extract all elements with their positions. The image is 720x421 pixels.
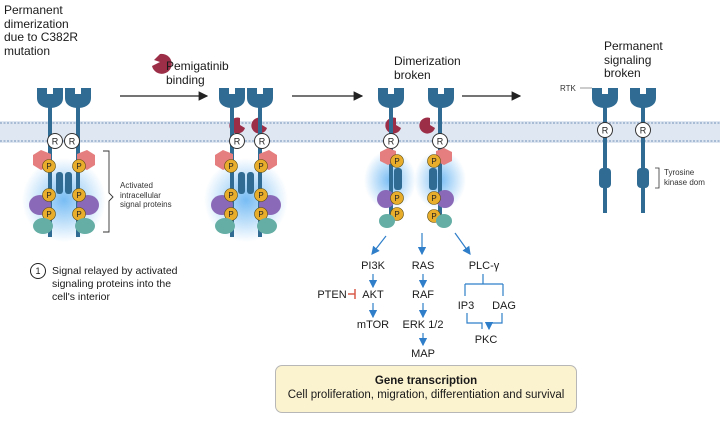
- step-number-badge: 1: [30, 263, 46, 279]
- stage-label-dimerization-broken: Dimerization broken: [394, 54, 461, 82]
- pathway-akt: AKT: [362, 289, 384, 301]
- pathway-raf: RAF: [412, 289, 434, 301]
- pemigatinib-icon: [152, 53, 172, 74]
- pathway-ip3: IP3: [457, 300, 475, 312]
- pathway-pkc: PKC: [474, 334, 498, 346]
- activated-proteins-label: Activated intracellular signal proteins: [120, 181, 172, 209]
- tyrosine-kinase-bracket: [655, 167, 660, 189]
- cell-membrane: [0, 121, 720, 143]
- gene-transcription-title: Gene transcription: [374, 375, 478, 387]
- stage-label-permanent-dimerization: Permanent dimerization due to C382R muta…: [4, 3, 79, 58]
- pathway-plc-gamma: PLC-γ: [468, 260, 500, 272]
- pathway-dag: DAG: [492, 300, 516, 312]
- pathway-map: MAP: [411, 348, 435, 360]
- pathway-pi3k: PI3K: [361, 260, 385, 272]
- activated-proteins-bracket: [103, 150, 114, 233]
- pathway-arrows: [368, 232, 504, 347]
- pathway-erk: ERK 1/2: [402, 319, 444, 331]
- receptor-dimer-stage-1: [22, 88, 106, 242]
- pten-inhibition-mark: [348, 289, 356, 299]
- tyrosine-kinase-label: Tyrosine kinase dom: [664, 168, 705, 187]
- pathway-ras: RAS: [411, 260, 435, 272]
- receptor-dimer-stage-2: [204, 88, 288, 242]
- stage-label-pemigatinib-binding: Pemigatinib binding: [166, 59, 229, 87]
- gene-transcription-box: Gene transcription Cell proliferation, m…: [275, 365, 577, 413]
- receptor-monomers-stage-4: [592, 88, 656, 213]
- pathway-pten: PTEN: [317, 289, 347, 301]
- gene-transcription-subtitle: Cell proliferation, migration, different…: [287, 389, 565, 401]
- rtk-label: RTK: [560, 84, 576, 93]
- pathway-mtor: mTOR: [356, 319, 390, 331]
- receptor-dimer-stage-3: [364, 88, 466, 228]
- step-note-text: Signal relayed by activated signaling pr…: [52, 265, 178, 303]
- stage-label-signaling-broken: Permanent signaling broken: [604, 39, 663, 80]
